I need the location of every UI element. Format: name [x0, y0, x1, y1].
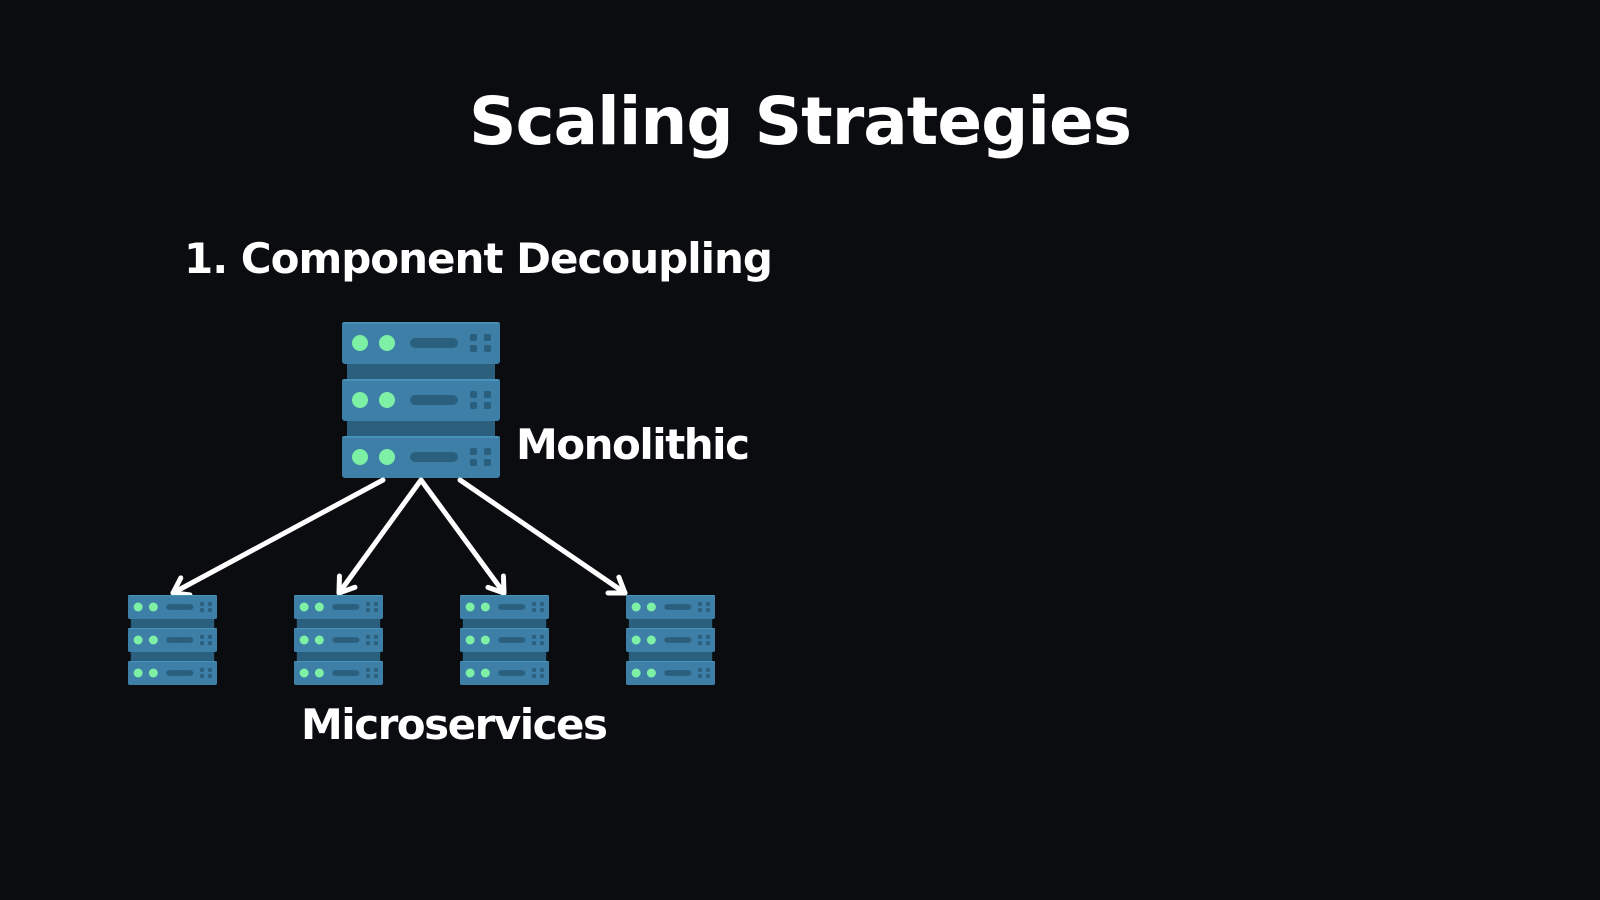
status-led-icon: [299, 668, 309, 678]
status-led-icon: [314, 635, 324, 645]
arrow-icon: [336, 477, 424, 596]
status-led-icon: [133, 602, 143, 612]
arrow-icon: [457, 477, 628, 596]
monolith-server-icon: [342, 322, 500, 478]
status-led-icon: [646, 602, 656, 612]
status-led-icon: [480, 602, 490, 612]
status-led-icon: [379, 335, 395, 351]
microservice-server-icon: [294, 595, 383, 685]
status-led-icon: [480, 635, 490, 645]
status-led-icon: [133, 635, 143, 645]
monolithic-label: Monolithic: [516, 420, 750, 469]
status-led-icon: [299, 635, 309, 645]
status-led-icon: [148, 668, 158, 678]
section-heading: 1. Component Decoupling: [184, 234, 773, 283]
arrow-icon: [418, 477, 507, 596]
status-led-icon: [631, 668, 641, 678]
arrow-icon: [170, 477, 386, 598]
status-led-icon: [314, 602, 324, 612]
status-led-icon: [352, 335, 368, 351]
monolith-server-icon: [342, 322, 500, 478]
status-led-icon: [465, 602, 475, 612]
microservice-server-icon: [128, 595, 217, 685]
status-led-icon: [646, 668, 656, 678]
status-led-icon: [465, 635, 475, 645]
microservice-server-icon: [626, 595, 715, 685]
status-led-icon: [133, 668, 143, 678]
microservice-server-icon: [460, 595, 549, 685]
status-led-icon: [480, 668, 490, 678]
status-led-icon: [379, 392, 395, 408]
status-led-icon: [352, 449, 368, 465]
status-led-icon: [352, 392, 368, 408]
status-led-icon: [379, 449, 395, 465]
decoupling-arrows: [170, 477, 628, 598]
status-led-icon: [631, 635, 641, 645]
status-led-icon: [646, 635, 656, 645]
microservice-servers: [128, 595, 715, 685]
status-led-icon: [299, 602, 309, 612]
status-led-icon: [465, 668, 475, 678]
status-led-icon: [631, 602, 641, 612]
status-led-icon: [148, 635, 158, 645]
status-led-icon: [314, 668, 324, 678]
microservices-label: Microservices: [301, 700, 608, 749]
slide-title: Scaling Strategies: [468, 83, 1132, 160]
status-led-icon: [148, 602, 158, 612]
